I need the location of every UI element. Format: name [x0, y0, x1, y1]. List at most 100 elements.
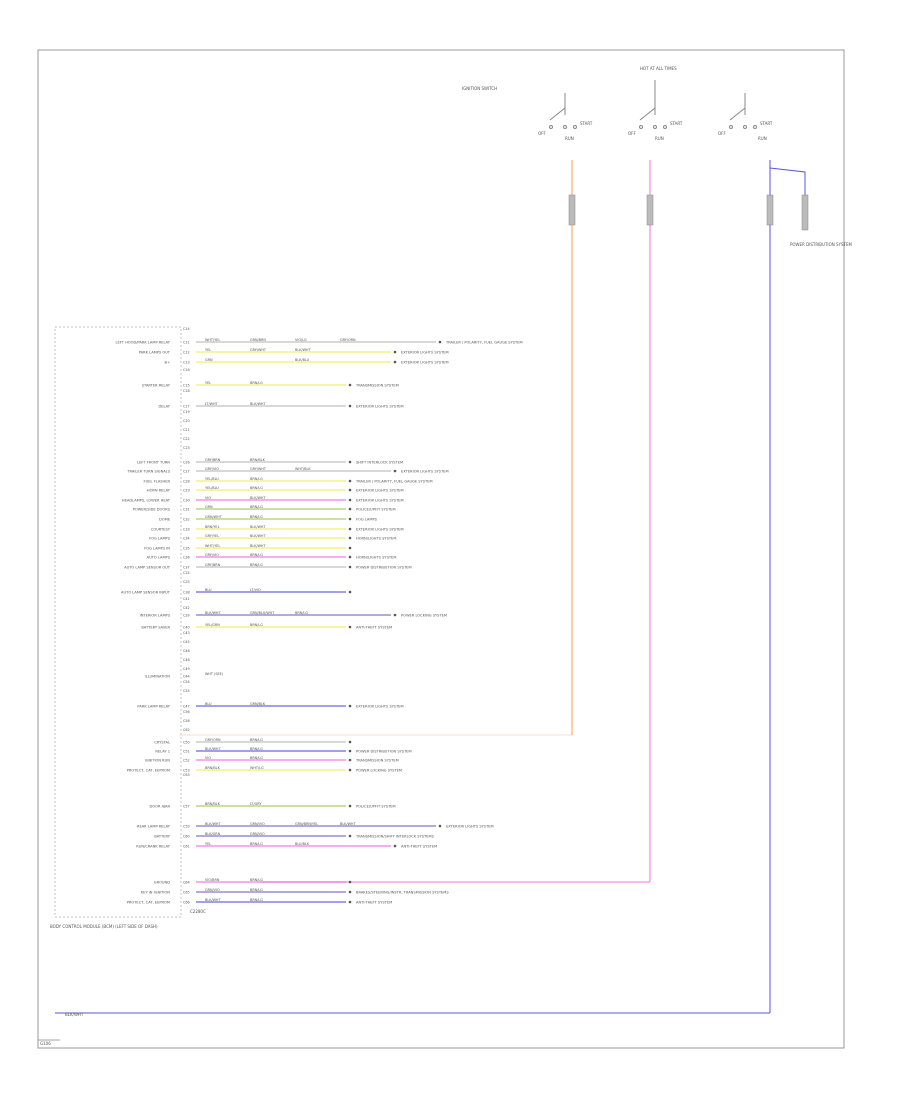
power-distribution-label: POWER DISTRIBUTION SYSTEM — [790, 242, 852, 247]
wire-color-label: GRY/YEL — [205, 534, 219, 538]
wire-color-label: YEL — [205, 842, 211, 846]
destination-label: EXTERIOR LIGHTS SYSTEM — [356, 489, 404, 493]
circuit-label: DELAY — [159, 405, 171, 409]
wire-color-label: BLK/WHT — [250, 544, 266, 548]
destination-label: TRAILER / POLARITY, FUEL GAUGE SYSTEM — [355, 480, 433, 484]
pin-label: C46 — [183, 649, 190, 653]
wire-color-label: GRY/BRN — [205, 458, 221, 462]
pin-label: C25 — [183, 580, 190, 584]
pin-label: C14 — [183, 327, 190, 331]
destination-label: BRAKES/STEERING/INSTR, TRANSMISSION SYST… — [356, 891, 449, 895]
pin-label: C37 — [183, 566, 190, 570]
pin-label: C31 — [183, 508, 190, 512]
destination-label: HORN/LIGHTS SYSTEM — [356, 556, 396, 560]
pin-label: C44 — [183, 675, 190, 679]
wire-color-label: BRN/LG — [250, 381, 263, 385]
wire-color-label: WHT/YEL — [205, 338, 220, 342]
bottom-connector-label: C2280C — [190, 909, 206, 914]
destination-label: TRANSMISSION SYSTEM — [355, 384, 399, 388]
circuit-label: FOG LAMPS IN — [144, 547, 170, 551]
wire-terminal — [393, 350, 397, 354]
wire-color-label: GRN/BLK — [250, 702, 266, 706]
pin-label: C57 — [183, 805, 190, 809]
destination-label: TRAILER / POLARITY, FUEL GAUGE SYSTEM — [445, 341, 523, 345]
wire-color-label: BLU/BLK — [295, 842, 310, 846]
wire-color-label: BRN/LG — [250, 486, 263, 490]
wire-color-label: GRN/BRN/YEL — [295, 822, 318, 826]
destination-label: EXTERIOR LIGHTS SYSTEM — [356, 499, 404, 503]
pin-label: C64 — [183, 881, 190, 885]
pin-label: C60 — [183, 835, 190, 839]
wire-color-label: BLU — [205, 588, 212, 592]
wire-terminal — [348, 625, 352, 629]
pin-label: C33 — [183, 528, 190, 532]
pin-label: C26 — [183, 461, 190, 465]
wire-color-label: BLK/WHT — [340, 822, 356, 826]
wire-color-label: VIO — [205, 756, 211, 760]
pin-label: C17 — [183, 405, 190, 409]
wire-color-label: BRN/LG — [250, 898, 263, 902]
wire-terminal — [348, 704, 352, 708]
wire-color-label: LT/VIO — [250, 588, 261, 592]
wire-color-label: GRY/WHT — [250, 467, 267, 471]
connector-row: LEFT FRONT TURN C26 GRY/BRN BRN/BLK SHIFT IN… — [137, 458, 403, 465]
wire-terminal — [348, 740, 352, 744]
destination-label: SHIFT INTERLOCK SYSTEM — [356, 461, 403, 465]
wire-color-label: BLU — [205, 702, 212, 706]
wire-color-label: GRY/VIO — [205, 467, 219, 471]
wire-color-label: YEL/GRN — [205, 623, 220, 627]
circuit-label: RUN/CRANK RELAY — [136, 845, 171, 849]
circuit-label: GROUND — [154, 881, 170, 885]
destination-label: POWER DISTRIBUTION SYSTEM — [356, 566, 412, 570]
wire-color-label: BRN/LG — [250, 842, 263, 846]
pin-label: C13 — [183, 361, 190, 365]
pin-label: C61 — [183, 845, 190, 849]
switch-1-state-0: OFF — [538, 131, 546, 136]
pin-label: C66 — [183, 901, 190, 905]
circuit-label: DOME — [159, 518, 171, 522]
pink-feed-wire — [260, 160, 654, 883]
pin-label: C56 — [183, 710, 190, 714]
pin-label: C65 — [183, 891, 190, 895]
wire-color-label: GRN/VIO — [205, 888, 220, 892]
pin-label: C55 — [183, 689, 190, 693]
switch-1-state-2: RUN — [565, 136, 574, 141]
wire-color-label: BRN/LG — [250, 888, 263, 892]
circuit-label: POWER/SIDE DOORS — [133, 508, 171, 512]
wire-color-label: BRN/LG — [250, 553, 263, 557]
ground-point-label: G106 — [40, 1041, 51, 1046]
circuit-label: KEY IN IGNITION — [141, 891, 171, 895]
destination-label: ANTI-THEFT SYSTEM — [356, 901, 392, 905]
circuit-label: COURTESY — [151, 528, 171, 532]
circuit-label: HEADLAMPS, LOWER HEAT — [122, 499, 171, 503]
pin-label: C49 — [183, 667, 190, 671]
destination-label: TRANSMISSION SYSTEM — [355, 759, 399, 763]
circuit-label: PARK LAMP RELAY — [137, 705, 170, 709]
pin-label: C29 — [183, 489, 190, 493]
destination-label: POWER LOCKING SYSTEM — [401, 614, 447, 618]
pin-label: C47 — [183, 705, 190, 709]
destination-label: EXTERIOR LIGHTS SYSTEM — [356, 405, 404, 409]
wire-color-label: WHT/BLK — [295, 467, 311, 471]
circuit-label: LEFT FRONT TURN — [137, 461, 170, 465]
circuit-label: RELAY 1 — [155, 750, 170, 754]
circuit-label: AUTO LAMPS — [147, 556, 171, 560]
wire-color-label: BRN/BLK — [250, 458, 266, 462]
pin-label: C36 — [183, 556, 190, 560]
circuit-label: PARK LAMPS OUT — [139, 351, 171, 355]
switch-3-state-1: RUN — [758, 136, 767, 141]
wire-color-label: GRN — [205, 505, 213, 509]
pin-label: C22 — [183, 437, 190, 441]
